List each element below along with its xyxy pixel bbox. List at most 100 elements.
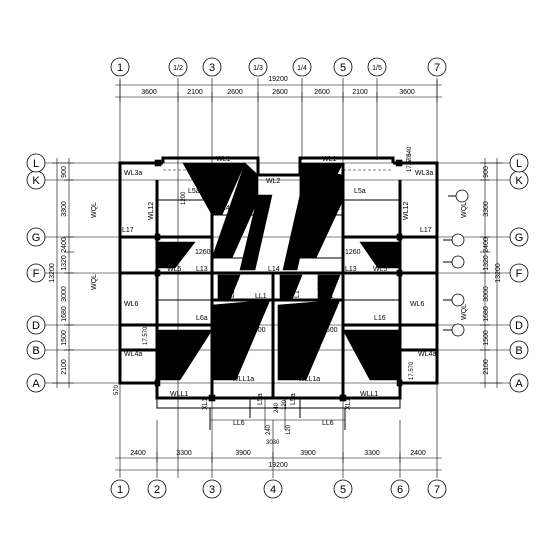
- slab-lower-right: [342, 329, 401, 381]
- axis-label-row-k-right: K: [515, 175, 523, 187]
- section-marker-5: [451, 323, 465, 337]
- label-wl5-right: WL5: [373, 266, 388, 273]
- dim-570: 570: [114, 384, 120, 395]
- label-ll1-left: LL1: [255, 293, 267, 300]
- label-wql-1: WQL: [91, 202, 98, 218]
- left-dim-900: 900: [61, 166, 68, 178]
- label-wl2: WL2: [266, 178, 281, 185]
- axis-label-col-5-bottom: 5: [340, 484, 346, 496]
- column-4: [396, 233, 403, 241]
- dim-240-b: 240: [266, 424, 272, 435]
- bottom-overall-dim: 19200: [268, 462, 288, 469]
- section-marker-2: [451, 233, 465, 247]
- bottom-dim-5: 3300: [364, 450, 380, 457]
- axis-label-row-l-left: L: [33, 158, 39, 170]
- dim-2940-left: 2940: [172, 249, 188, 256]
- label-wl5-left: WL5: [167, 266, 182, 273]
- right-overall-dim: 13200: [495, 263, 502, 283]
- axis-label-col-2-bottom: 2: [154, 484, 160, 496]
- dim-2940-right: 2940: [372, 249, 388, 256]
- label-xl1-left: XL1: [202, 397, 209, 410]
- dim-120-a: 120: [282, 399, 288, 410]
- slab-center-right: [277, 299, 341, 381]
- label-l4a-right: L4a: [328, 205, 340, 212]
- top-axis-bubbles: 1 1/2 3 1/3 1/4 5 1/5 7: [110, 57, 447, 77]
- slab-top-left-2: [211, 162, 259, 259]
- left-dim-1320: 1320: [61, 255, 68, 271]
- axis-label-row-d-left: D: [32, 320, 40, 332]
- axis-label-col-1-top: 1: [117, 62, 123, 74]
- dim-17570-right: 17.570: [407, 153, 413, 172]
- axis-label-row-d-right: D: [515, 320, 523, 332]
- right-dim-3000: 3000: [483, 286, 490, 302]
- left-dim-2100: 2100: [61, 359, 68, 375]
- section-marker-4: [451, 293, 465, 307]
- right-dim-3300: 3300: [483, 201, 490, 217]
- column-1: [154, 159, 162, 167]
- section-markers: [443, 189, 469, 337]
- right-dim-2400: 2400: [483, 237, 490, 253]
- member-labels: WL1 WL1 WL2 WL3a WL3a L5a L5a L3a L3a L4…: [91, 156, 468, 427]
- label-l5a-3: L5a: [257, 393, 264, 405]
- right-axis-bubbles: A B D F G K L: [509, 153, 529, 393]
- dim-1500: 1500: [322, 327, 338, 334]
- label-wl3a-right: WL3a: [415, 170, 433, 177]
- dim-120-b: 120: [286, 424, 292, 435]
- label-l16: L16: [374, 315, 386, 322]
- label-l5a-4: L5a: [290, 393, 297, 405]
- label-wl6-left: WL6: [124, 301, 139, 308]
- label-l1-right: L1: [294, 290, 301, 298]
- label-wl12-left: WL12: [148, 202, 155, 220]
- bottom-dim-4: 3900: [300, 450, 316, 457]
- label-b-right: B: [316, 223, 321, 230]
- right-dim-900: 900: [483, 166, 490, 178]
- bottom-dim-2: 3300: [176, 450, 192, 457]
- label-wll1-right: WLL1: [360, 391, 378, 398]
- axis-label-col-3-bottom: 3: [209, 484, 215, 496]
- label-wl4a-right: WL4a: [418, 351, 436, 358]
- label-wql-3: WQL: [461, 202, 468, 218]
- right-dim-1500: 1500: [483, 330, 490, 346]
- bottom-dim-6: 2400: [410, 450, 426, 457]
- axis-label-row-a-left: A: [32, 378, 40, 390]
- axis-label-col-1-5-top: 1/5: [372, 65, 382, 72]
- top-dimensions: 19200 3600 2100 2600 2600 2600 2100 3600: [115, 76, 442, 102]
- label-wql-2: WQL: [91, 274, 98, 290]
- column-2: [395, 159, 403, 167]
- top-dim-1: 3600: [141, 89, 157, 96]
- column-8: [396, 379, 403, 387]
- slab-center-left: [211, 299, 271, 381]
- axis-label-col-7-top: 7: [434, 62, 440, 74]
- right-dimensions: 13200 2100 1500 1680 3000 1320 2400 3300…: [480, 158, 502, 388]
- label-l1-left: L1: [229, 290, 236, 298]
- axis-label-row-l-right: L: [516, 158, 522, 170]
- axis-label-row-b-right: B: [515, 345, 522, 357]
- label-l13-left: L13: [196, 266, 208, 273]
- top-dim-2: 2100: [187, 89, 203, 96]
- dim-17540-right: 17.540: [407, 146, 413, 165]
- solid-slabs: [154, 159, 403, 402]
- label-l17-right: L17: [420, 227, 432, 234]
- right-dim-2100: 2100: [483, 359, 490, 375]
- column-3: [154, 233, 161, 241]
- dim-1800-b: 1800: [318, 276, 324, 290]
- column-5: [154, 269, 161, 277]
- label-ll1-right: LL1: [322, 293, 334, 300]
- label-wl12-right: WL12: [403, 202, 410, 220]
- top-dim-7: 3600: [399, 89, 415, 96]
- label-b-left: B: [238, 223, 243, 230]
- slab-corridor-mid: [279, 274, 303, 301]
- slab-top-left-1: [182, 162, 246, 216]
- column-6: [396, 269, 403, 277]
- label-wl3a-left: WL3a: [124, 170, 142, 177]
- dim-1260-left: 1260: [195, 249, 211, 256]
- bottom-axis-bubbles: 1 2 3 4 5 6 7: [110, 479, 447, 499]
- label-l5a-1: L5a: [188, 188, 200, 195]
- label-l3a-right: L3a: [336, 183, 343, 195]
- right-dim-1680: 1680: [483, 306, 490, 322]
- left-dim-3300: 3300: [61, 201, 68, 217]
- slab-corridor-left: [217, 274, 241, 301]
- bottom-dimensions: 2400 3300 3900 3900 3300 2400 19200: [115, 450, 442, 471]
- axis-label-col-1-bottom: 1: [117, 484, 123, 496]
- axis-label-col-1-2-top: 1/2: [173, 65, 183, 72]
